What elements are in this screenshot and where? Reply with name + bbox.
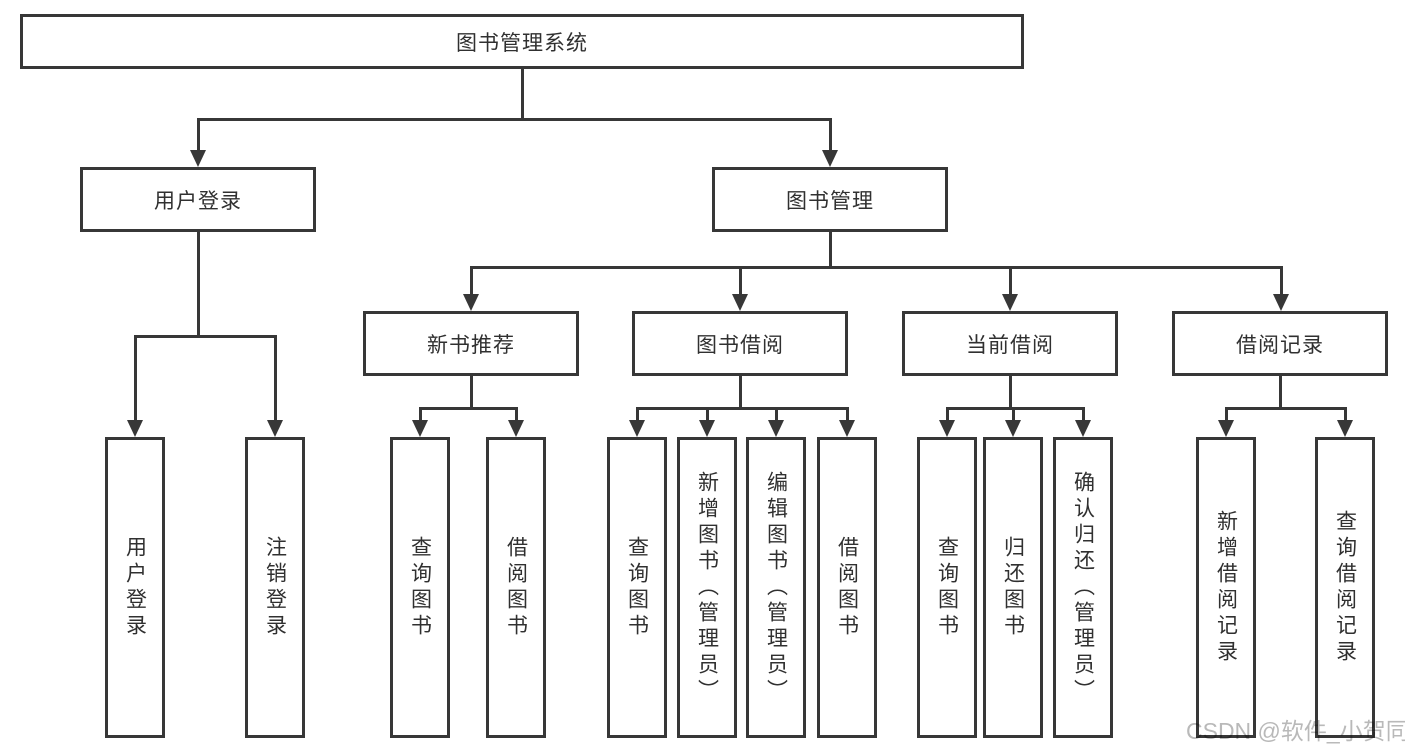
arrow-down-icon xyxy=(1002,294,1018,311)
arrow-down-icon xyxy=(508,420,524,437)
node-current-borrowing: 当前借阅 xyxy=(902,311,1118,376)
node-new-book-recommend: 新书推荐 xyxy=(363,311,579,376)
connector-drop xyxy=(1008,266,1012,297)
connector-rail xyxy=(196,118,832,121)
leaf-add-books-admin: 新增图书（管理员） xyxy=(677,437,737,738)
arrow-down-icon xyxy=(1218,420,1234,437)
leaf-user-login: 用户登录 xyxy=(105,437,165,738)
node-library-system: 图书管理系统 xyxy=(20,14,1024,69)
connector-stub xyxy=(196,232,200,335)
leaf-logout-label: 注销登录 xyxy=(263,535,287,640)
arrow-down-icon xyxy=(732,294,748,311)
leaf-add-borrow-record-label: 新增借阅记录 xyxy=(1214,509,1238,666)
arrow-down-icon xyxy=(939,420,955,437)
leaf-query-books-borrowing: 查询图书 xyxy=(607,437,667,738)
connector-drop xyxy=(1279,266,1283,297)
connector-drop xyxy=(738,266,742,297)
arrow-down-icon xyxy=(412,420,428,437)
arrow-down-icon xyxy=(190,150,206,167)
connector-stub xyxy=(1278,376,1282,407)
node-borrowing-records-label: 借阅记录 xyxy=(1236,333,1324,357)
connector-drop xyxy=(418,407,422,423)
connector-rail xyxy=(945,407,1085,410)
arrow-down-icon xyxy=(1075,420,1091,437)
connector-drop xyxy=(845,407,849,423)
connector-rail xyxy=(133,335,277,338)
connector-drop xyxy=(514,407,518,423)
leaf-add-borrow-record: 新增借阅记录 xyxy=(1196,437,1256,738)
node-book-management-label: 图书管理 xyxy=(786,189,874,213)
connector-drop xyxy=(945,407,949,423)
leaf-query-books-current: 查询图书 xyxy=(917,437,977,738)
connector-stub xyxy=(469,376,473,407)
leaf-return-books-label: 归还图书 xyxy=(1001,535,1025,640)
connector-drop xyxy=(774,407,778,423)
connector-drop xyxy=(828,118,832,153)
leaf-query-borrow-record-label: 查询借阅记录 xyxy=(1333,509,1357,666)
connector-drop xyxy=(705,407,709,423)
arrow-down-icon xyxy=(1273,294,1289,311)
connector-stub xyxy=(1008,376,1012,407)
leaf-query-borrow-record: 查询借阅记录 xyxy=(1315,437,1375,738)
connector-drop xyxy=(469,266,473,297)
leaf-borrow-books-recommend: 借阅图书 xyxy=(486,437,546,738)
connector-drop xyxy=(1081,407,1085,423)
node-library-system-label: 图书管理系统 xyxy=(456,31,588,55)
connector-stub xyxy=(738,376,742,407)
connector-stub xyxy=(520,69,524,118)
arrow-down-icon xyxy=(127,420,143,437)
arrow-down-icon xyxy=(267,420,283,437)
connector-rail xyxy=(418,407,518,410)
leaf-borrow-books: 借阅图书 xyxy=(817,437,877,738)
leaf-query-books-recommend: 查询图书 xyxy=(390,437,450,738)
leaf-add-books-admin-label: 新增图书（管理员） xyxy=(695,470,719,705)
arrow-down-icon xyxy=(1337,420,1353,437)
arrow-down-icon xyxy=(699,420,715,437)
connector-rail xyxy=(635,407,849,410)
node-book-management: 图书管理 xyxy=(712,167,948,232)
connector-drop xyxy=(133,335,137,423)
leaf-borrow-books-label: 借阅图书 xyxy=(835,535,859,640)
arrow-down-icon xyxy=(822,150,838,167)
leaf-confirm-return-admin: 确认归还（管理员） xyxy=(1053,437,1113,738)
connector-stub xyxy=(828,232,832,266)
connector-drop xyxy=(273,335,277,423)
connector-drop xyxy=(1011,407,1015,423)
connector-drop xyxy=(196,118,200,153)
connector-drop xyxy=(1224,407,1228,423)
leaf-logout: 注销登录 xyxy=(245,437,305,738)
leaf-edit-books-admin-label: 编辑图书（管理员） xyxy=(764,470,788,705)
node-user-login-label: 用户登录 xyxy=(154,189,242,213)
node-book-borrowing: 图书借阅 xyxy=(632,311,848,376)
leaf-user-login-label: 用户登录 xyxy=(123,535,147,640)
leaf-edit-books-admin: 编辑图书（管理员） xyxy=(746,437,806,738)
connector-rail xyxy=(469,266,1283,269)
csdn-watermark: CSDN @软件_小贺同学 xyxy=(1186,718,1405,744)
arrow-down-icon xyxy=(629,420,645,437)
arrow-down-icon xyxy=(839,420,855,437)
node-book-borrowing-label: 图书借阅 xyxy=(696,333,784,357)
connector-drop xyxy=(1343,407,1347,423)
arrow-down-icon xyxy=(768,420,784,437)
leaf-borrow-books-recommend-label: 借阅图书 xyxy=(504,535,528,640)
node-user-login: 用户登录 xyxy=(80,167,316,232)
leaf-query-books-borrowing-label: 查询图书 xyxy=(625,535,649,640)
node-borrowing-records: 借阅记录 xyxy=(1172,311,1388,376)
leaf-return-books: 归还图书 xyxy=(983,437,1043,738)
node-new-book-recommend-label: 新书推荐 xyxy=(427,333,515,357)
arrow-down-icon xyxy=(463,294,479,311)
leaf-query-books-current-label: 查询图书 xyxy=(935,535,959,640)
leaf-query-books-recommend-label: 查询图书 xyxy=(408,535,432,640)
connector-rail xyxy=(1224,407,1347,410)
leaf-confirm-return-admin-label: 确认归还（管理员） xyxy=(1071,470,1095,705)
arrow-down-icon xyxy=(1005,420,1021,437)
connector-drop xyxy=(635,407,639,423)
node-current-borrowing-label: 当前借阅 xyxy=(966,333,1054,357)
